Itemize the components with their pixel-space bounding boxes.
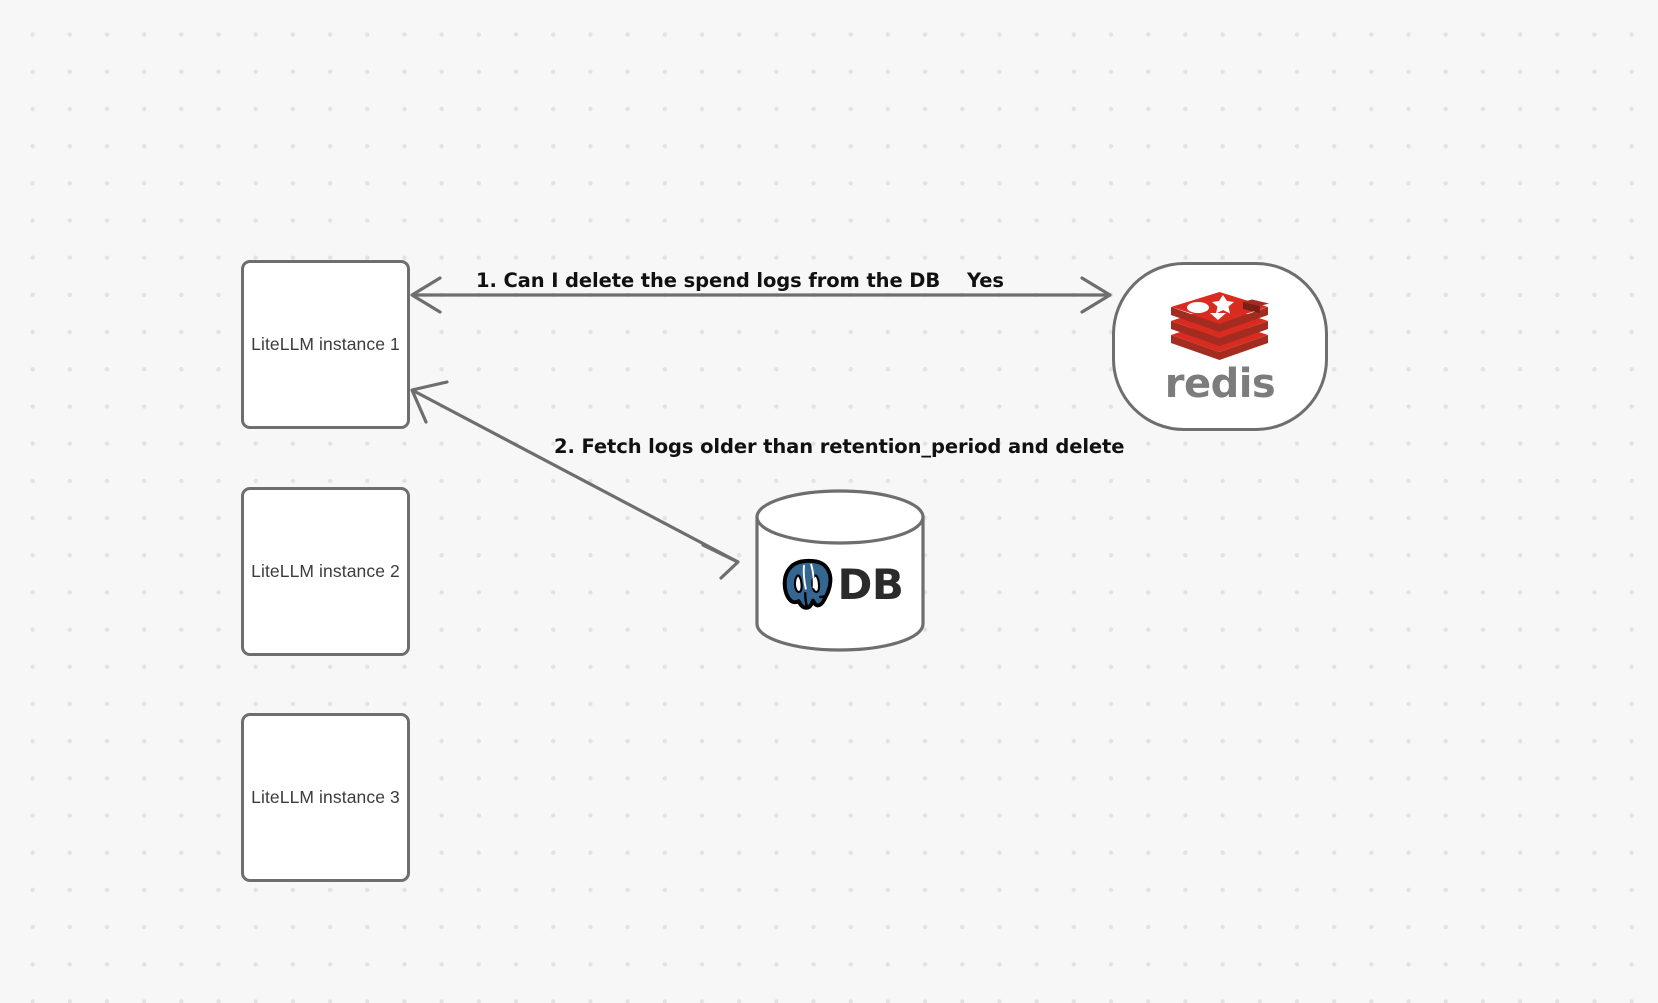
db-text-label: DB: [837, 560, 904, 609]
node-litellm-instance-2[interactable]: LiteLLM instance 2: [241, 487, 410, 656]
cylinder-top: [755, 489, 925, 545]
edge-label-1-answer: Yes: [967, 269, 1004, 292]
edge-litellm1-db: [410, 380, 740, 580]
node-redis[interactable]: redis: [1112, 262, 1328, 431]
edge-label-2: 2. Fetch logs older than retention_perio…: [554, 435, 1125, 458]
arrowhead-upleft: [410, 380, 449, 424]
node-litellm-instance-1[interactable]: LiteLLM instance 1: [241, 260, 410, 429]
postgresql-elephant-icon: [782, 558, 832, 610]
redis-logo-icon: [1171, 292, 1270, 360]
node-label: LiteLLM instance 2: [251, 561, 400, 581]
edge-litellm1-redis: [410, 276, 1112, 314]
redis-logo-group: redis: [1165, 291, 1276, 404]
redis-wordmark-label: redis: [1164, 361, 1276, 407]
arrowhead-left: [410, 276, 442, 314]
cylinder-shape: [755, 489, 925, 652]
arrowhead-right: [1080, 276, 1112, 314]
edge-label-1: 1. Can I delete the spend logs from the …: [476, 269, 941, 292]
cylinder-body: [755, 515, 925, 652]
edge-line: [411, 388, 739, 564]
node-litellm-instance-3[interactable]: LiteLLM instance 3: [241, 713, 410, 882]
node-label: LiteLLM instance 1: [251, 334, 400, 354]
db-label-group: DB: [754, 545, 926, 625]
node-label: LiteLLM instance 3: [251, 787, 400, 807]
node-postgres-db[interactable]: DB: [754, 489, 926, 652]
arrowhead-downright: [701, 543, 740, 580]
